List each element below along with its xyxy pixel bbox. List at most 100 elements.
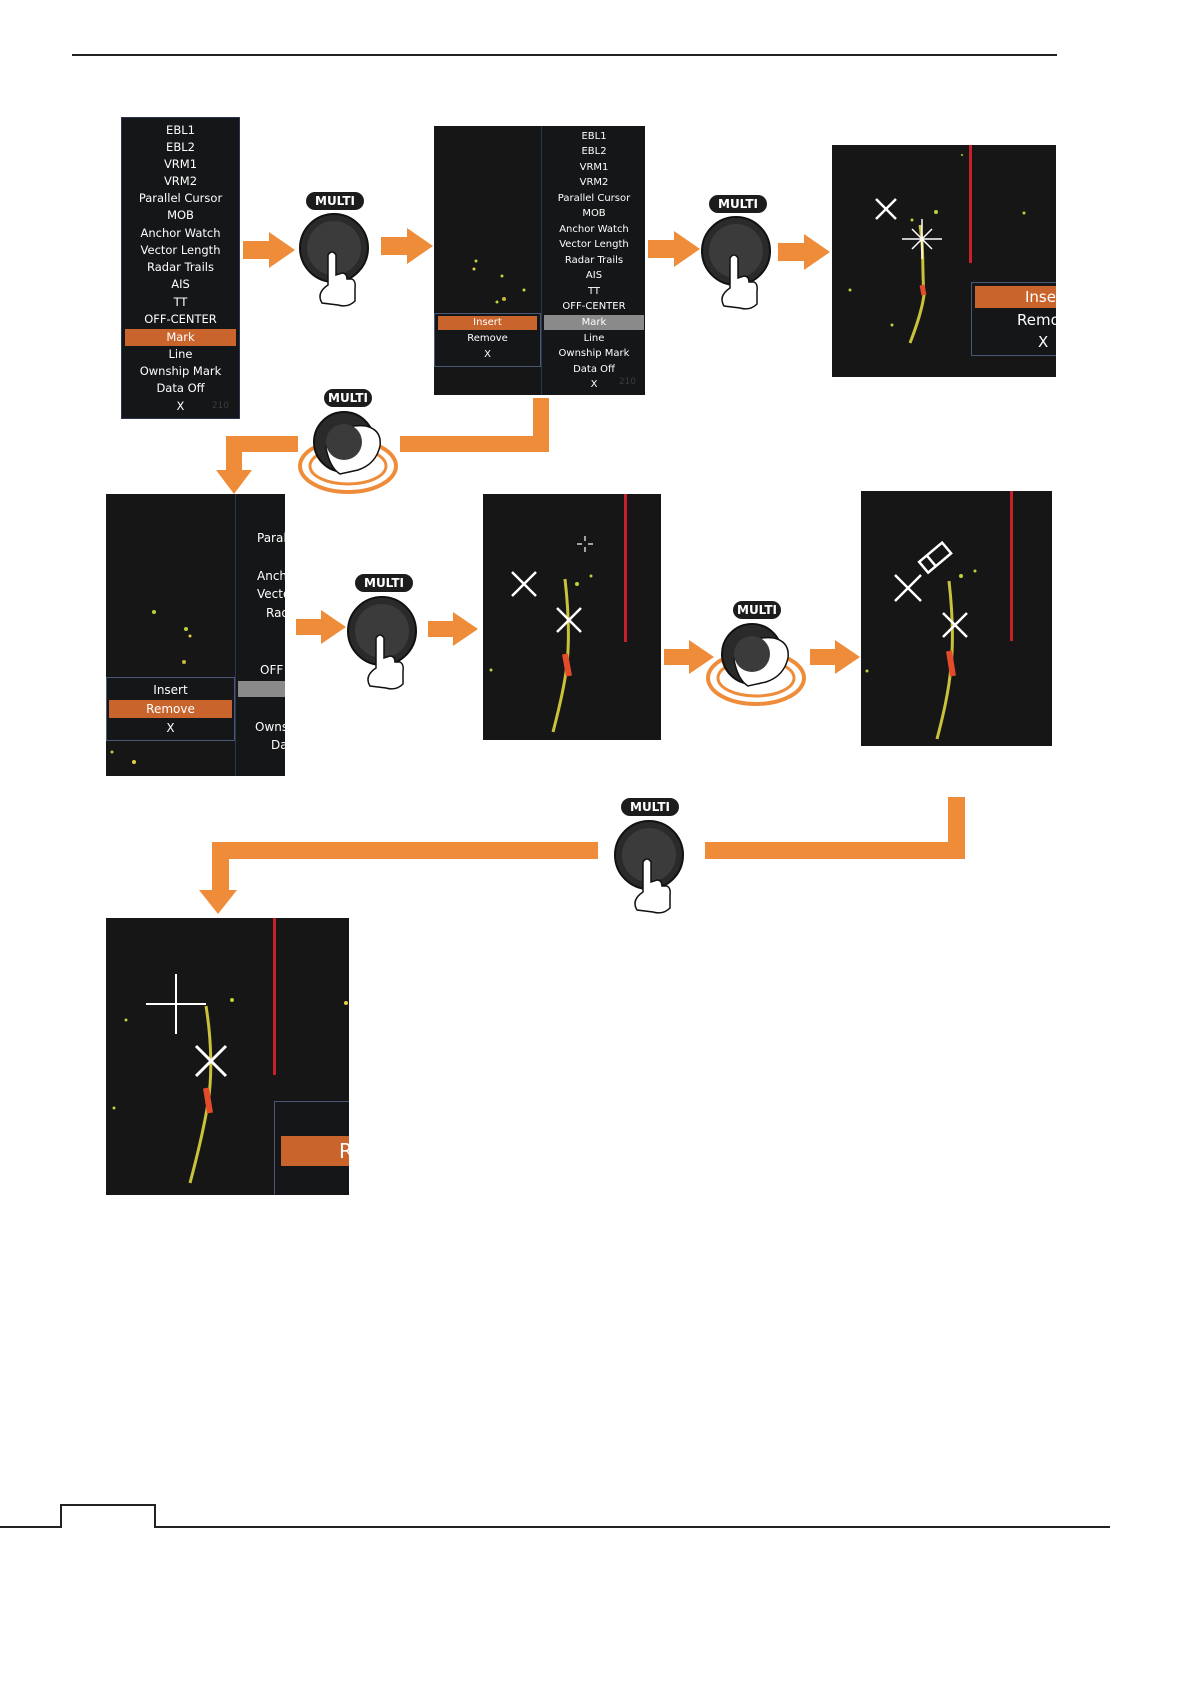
step3-sub-menu: Inser Remo X (971, 282, 1056, 356)
finger-press-icon (367, 634, 404, 690)
menu-item-mark-selected[interactable]: Mark (544, 315, 644, 330)
mark-x-icon (894, 574, 922, 602)
radar-echoes (110, 610, 192, 764)
mark-x-icon (511, 571, 537, 597)
step3-radar-panel: Inser Remo X (832, 145, 1056, 377)
menu-item-partial[interactable]: Paral (257, 531, 285, 545)
multi-label: MULTI (324, 389, 372, 407)
menu-item-partial[interactable]: Anch (257, 569, 285, 583)
multi-knob-press[interactable] (613, 820, 689, 914)
sub-item-remove-highlighted[interactable]: Remove (109, 700, 232, 718)
step5-radar-panel (483, 494, 661, 740)
sub-item-insert-highlighted[interactable]: Inser (975, 286, 1056, 308)
menu-item[interactable]: EBL1 (581, 131, 607, 142)
step2-main-menu: EBL1 EBL2 VRM1 VRM2 Parallel Cursor MOB … (541, 126, 645, 395)
multi-label: MULTI (709, 195, 767, 213)
flow-arrow (664, 640, 714, 674)
menu-item-mark-highlighted[interactable]: Mark (125, 329, 236, 346)
step4-panel: Insert Remove X Paral Anch Vecto Rad OFF… (106, 494, 285, 776)
menu-item[interactable]: VRM2 (163, 174, 198, 188)
multi-knob-press[interactable] (700, 216, 776, 310)
menu-item[interactable]: X (590, 379, 598, 390)
sub-item-x[interactable]: X (1038, 333, 1049, 351)
header-rule (72, 54, 1057, 56)
step4-main-menu-partial: Paral Anch Vecto Rad OFF Owns Da (235, 494, 285, 776)
menu-item[interactable]: Vector Length (140, 243, 221, 257)
flow-connector (400, 436, 549, 452)
menu-item[interactable]: Vector Length (559, 239, 629, 250)
menu-item[interactable]: TT (173, 295, 188, 309)
menu-item[interactable]: AIS (171, 277, 190, 291)
flow-connector (226, 436, 298, 452)
menu-item[interactable]: EBL2 (166, 140, 195, 154)
heading-line (1010, 491, 1013, 641)
scale-label: 210 (211, 401, 229, 411)
menu-item-partial[interactable]: Owns (255, 720, 285, 734)
menu-item[interactable]: EBL1 (166, 123, 195, 137)
menu-item[interactable]: Line (583, 333, 605, 344)
menu-item-partial[interactable]: OFF (260, 663, 284, 677)
mark-x-icon (194, 1044, 228, 1078)
menu-item[interactable]: Anchor Watch (140, 226, 221, 240)
menu-item[interactable]: Radar Trails (146, 260, 214, 274)
menu-item-partial[interactable]: Rad (266, 606, 285, 620)
flow-arrow-down (216, 436, 252, 494)
menu-item[interactable]: OFF-CENTER (144, 312, 217, 326)
menu-item[interactable]: Ownship Mark (139, 364, 222, 378)
radar-echoes (489, 574, 593, 733)
multi-label: MULTI (621, 798, 679, 816)
sub-item-remove[interactable]: Remove (467, 333, 508, 344)
flow-connector (212, 842, 598, 859)
flow-arrow (428, 612, 478, 646)
crosshair-cursor-icon (902, 219, 942, 259)
menu-item[interactable]: Line (168, 347, 193, 361)
step6-radar-panel (861, 491, 1052, 746)
menu-item[interactable]: Data Off (573, 364, 615, 375)
sub-item-remove[interactable]: Remo (1017, 311, 1056, 329)
menu-item-partial[interactable]: Da (271, 738, 285, 752)
step4-sub-menu: Insert Remove X (106, 677, 235, 741)
heading-line (273, 918, 276, 1075)
sub-item-x[interactable]: X (166, 721, 175, 735)
radar-echoes (865, 569, 977, 740)
multi-knob-press[interactable] (346, 596, 422, 690)
multi-knob-rotate[interactable] (704, 620, 810, 710)
menu-item[interactable]: VRM2 (579, 177, 609, 188)
menu-item[interactable]: EBL2 (581, 146, 607, 157)
flow-arrow (296, 610, 346, 644)
menu-item[interactable]: VRM1 (163, 157, 198, 171)
sub-item-insert-highlighted[interactable]: Insert (438, 316, 537, 330)
menu-item[interactable]: Parallel Cursor (138, 191, 223, 205)
sub-item-insert[interactable]: Insert (153, 683, 188, 697)
menu-item[interactable]: Ownship Mark (558, 348, 630, 359)
menu-item[interactable]: Anchor Watch (559, 224, 629, 235)
menu-item[interactable]: OFF-CENTER (562, 301, 626, 312)
step1-main-menu: EBL1 EBL2 VRM1 VRM2 Parallel Cursor MOB … (121, 117, 240, 419)
flow-arrow-down (199, 842, 237, 914)
multi-knob-rotate[interactable] (296, 408, 402, 498)
flow-arrow (778, 234, 830, 270)
menu-item[interactable]: VRM1 (579, 162, 609, 173)
crosshair-cursor-icon (146, 974, 206, 1034)
menu-item[interactable]: AIS (585, 270, 603, 281)
menu-item[interactable]: Parallel Cursor (557, 193, 631, 204)
finger-press-icon (319, 251, 356, 307)
sub-item-remove-highlighted[interactable]: R (281, 1136, 349, 1166)
menu-item-mark-selected (238, 681, 285, 697)
menu-item[interactable]: Radar Trails (564, 255, 624, 266)
crosshair-cursor-icon (577, 536, 593, 552)
menu-item[interactable]: X (176, 399, 185, 413)
multi-label: MULTI (733, 601, 781, 619)
menu-item[interactable]: TT (587, 286, 601, 297)
menu-item-partial[interactable]: Vecto (257, 587, 285, 601)
menu-item[interactable]: Data Off (156, 381, 205, 395)
menu-item[interactable]: MOB (167, 208, 194, 222)
multi-knob-press[interactable] (298, 213, 374, 307)
finger-press-icon (634, 858, 671, 914)
eraser-icon (917, 540, 953, 575)
menu-item[interactable]: MOB (582, 208, 606, 219)
flow-arrow (381, 228, 433, 264)
multi-label: MULTI (306, 192, 364, 210)
finger-press-icon (721, 254, 758, 310)
sub-item-x[interactable]: X (484, 349, 491, 360)
